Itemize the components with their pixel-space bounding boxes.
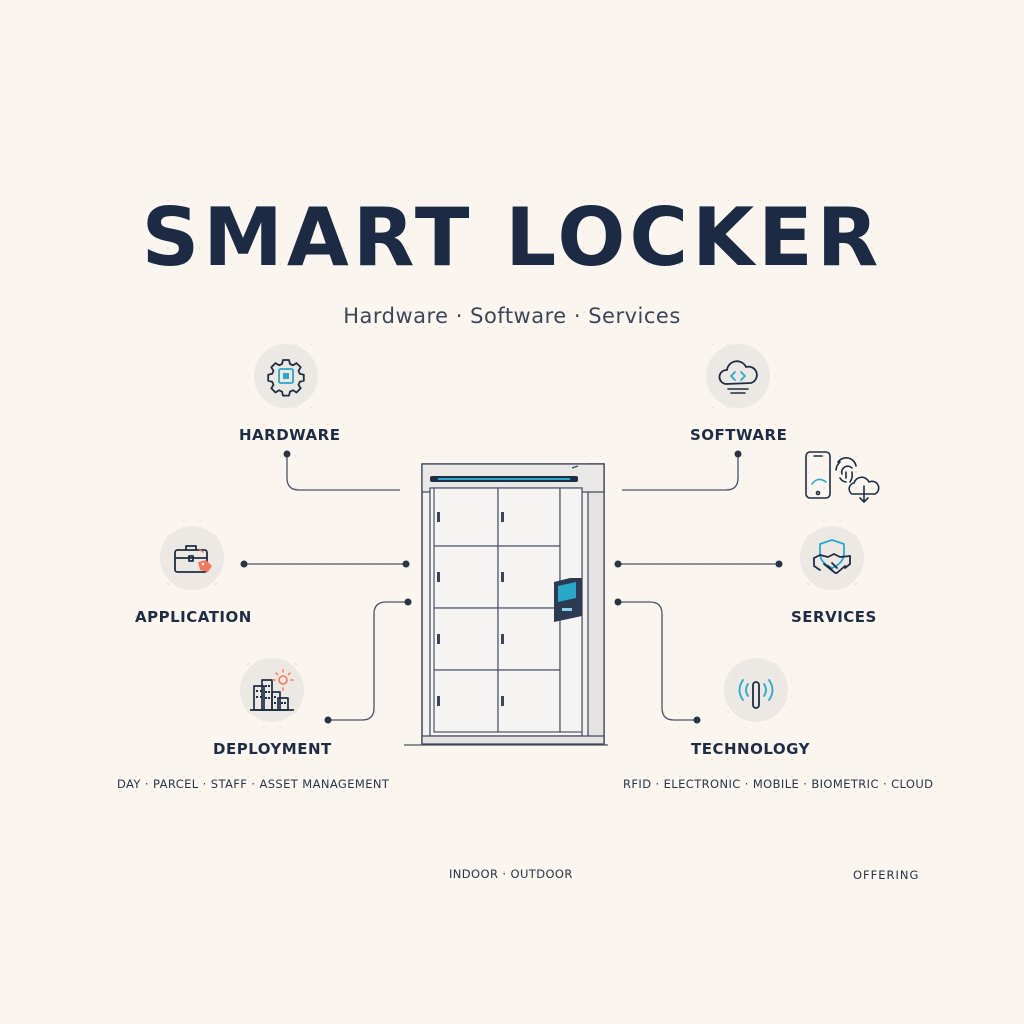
buildings-sun-icon <box>250 669 294 711</box>
application-label: APPLICATION <box>135 608 252 626</box>
smart-locker-illustration <box>404 463 608 746</box>
dot-software-end <box>734 450 742 458</box>
page-subtitle: Hardware · Software · Services <box>343 304 681 328</box>
services-label: SERVICES <box>791 608 877 626</box>
software-icon-badge <box>706 344 770 408</box>
application-icon-badge <box>160 526 224 590</box>
dot-application-start <box>240 560 248 568</box>
software-label: SOFTWARE <box>690 426 788 444</box>
deployment-types-list: INDOOR · OUTDOOR <box>449 867 573 881</box>
dot-deployment-end <box>324 716 332 724</box>
application-types-list: DAY · PARCEL · STAFF · ASSET MANAGEMENT <box>117 777 390 791</box>
deployment-icon-badge <box>240 658 304 722</box>
connector-hardware <box>286 454 400 491</box>
dot-application-end <box>402 560 410 568</box>
gear-chip-icon <box>267 359 305 397</box>
technology-label: TECHNOLOGY <box>691 740 810 758</box>
deployment-label: DEPLOYMENT <box>213 740 332 758</box>
connector-software <box>622 454 739 491</box>
technology-icon-badge <box>724 658 788 722</box>
services-icon-badge <box>800 526 864 590</box>
cloud-code-icon <box>718 360 758 394</box>
dot-technology-end <box>693 716 701 724</box>
dot-services-end <box>775 560 783 568</box>
connector-deployment <box>328 601 408 721</box>
offering-label: OFFERING <box>853 868 920 882</box>
hardware-label: HARDWARE <box>239 426 341 444</box>
dot-services-start <box>614 560 622 568</box>
mobile-fingerprint-cloud-icon <box>805 451 880 503</box>
dot-technology-start <box>614 598 622 606</box>
connector-technology <box>618 601 697 721</box>
dot-deployment-start <box>404 598 412 606</box>
handshake-shield-icon <box>813 539 851 574</box>
technology-types-list: RFID · ELECTRONIC · MOBILE · BIOMETRIC ·… <box>623 777 934 791</box>
dot-hardware-end <box>283 450 291 458</box>
page-title: SMART LOCKER <box>141 191 883 284</box>
briefcase-tag-icon <box>174 545 212 573</box>
rfid-signal-icon <box>738 679 774 709</box>
hardware-icon-badge <box>254 344 318 408</box>
